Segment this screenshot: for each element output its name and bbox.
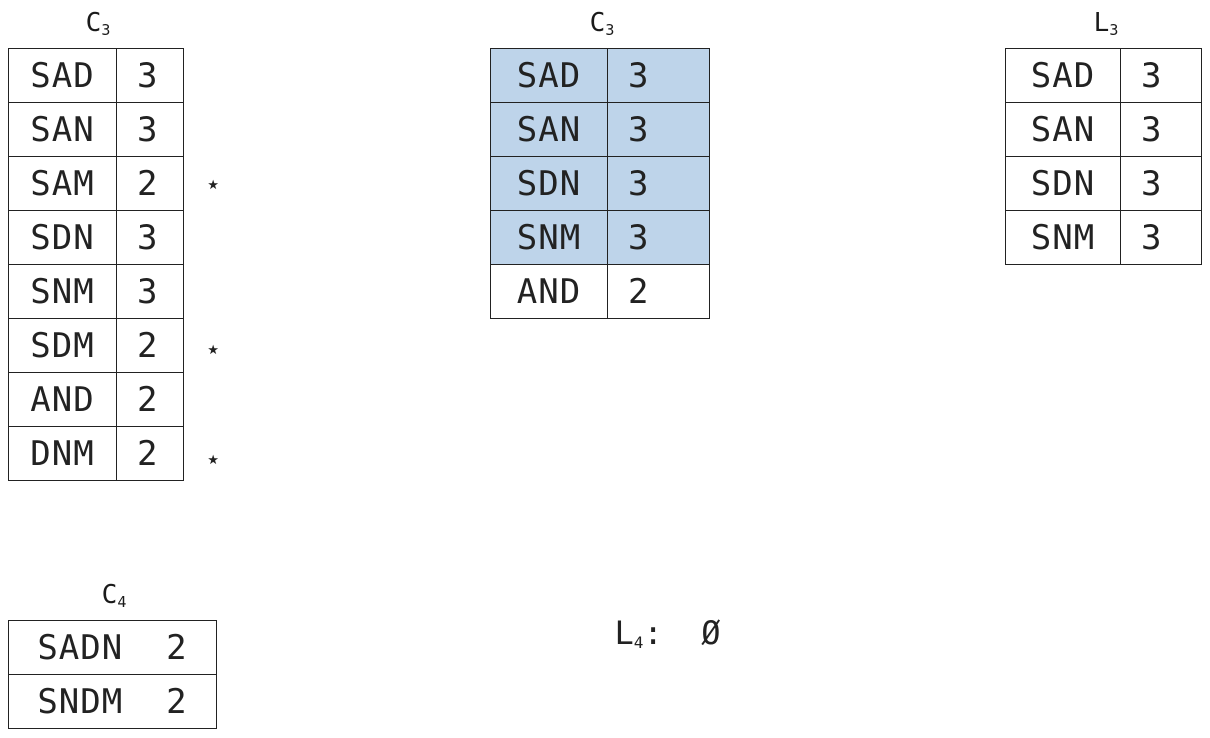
l3-title-letter: L <box>1093 8 1110 38</box>
itemset-label: SDN <box>8 210 117 265</box>
itemset-label: SDM <box>8 318 117 373</box>
support-count: 2 <box>166 627 188 668</box>
support-count: 3 <box>1120 48 1202 103</box>
support-count: 2 <box>166 681 188 722</box>
support-count: 3 <box>1120 156 1202 211</box>
itemset-label: SNM <box>1005 210 1121 265</box>
c3-middle-title-letter: C <box>589 8 606 38</box>
c3-left-title-sub: 3 <box>101 21 111 39</box>
c3-left-title: C3 <box>78 8 118 38</box>
l4-result: L4: Ø <box>576 576 721 652</box>
itemset-label: SDN <box>1005 156 1121 211</box>
support-count: 3 <box>116 210 184 265</box>
support-count: 3 <box>607 210 710 265</box>
c4-title-sub: 4 <box>117 593 127 611</box>
c3-left-title-letter: C <box>85 8 102 38</box>
support-count: 3 <box>116 102 184 157</box>
l3-title-sub: 3 <box>1109 21 1119 39</box>
support-count: 3 <box>1120 102 1202 157</box>
itemset-label: SAD <box>1005 48 1121 103</box>
support-count: 2 <box>607 264 710 319</box>
l4-separator: : <box>643 614 663 652</box>
itemset-label: SAM <box>8 156 117 211</box>
itemset-label: SADN <box>37 627 124 668</box>
c4-title: C4 <box>94 580 134 610</box>
itemset-with-count: SADN 2 <box>8 620 217 675</box>
itemset-label: SDN <box>490 156 608 211</box>
itemset-label: AND <box>490 264 608 319</box>
itemset-label: SAN <box>8 102 117 157</box>
support-count: 2 <box>116 156 184 211</box>
support-count: 2 <box>116 318 184 373</box>
support-count: 3 <box>1120 210 1202 265</box>
c4-title-letter: C <box>101 580 118 610</box>
c3-middle-title-sub: 3 <box>605 21 615 39</box>
itemset-label: SAD <box>8 48 117 103</box>
itemset-row: SADN 2 <box>8 620 217 675</box>
pruned-star-mark: ⋆ <box>205 170 222 200</box>
pruned-star-mark: ⋆ <box>205 445 222 475</box>
support-count: 3 <box>116 48 184 103</box>
itemset-label: SNDM <box>37 681 124 722</box>
itemset-label: SAN <box>490 102 608 157</box>
l3-title: L3 <box>1086 8 1126 38</box>
support-count: 3 <box>116 264 184 319</box>
itemset-label: SNM <box>490 210 608 265</box>
itemset-label: SAD <box>490 48 608 103</box>
l4-empty-set: Ø <box>701 614 721 652</box>
support-count: 3 <box>607 48 710 103</box>
itemset-with-count: SNDM 2 <box>8 674 217 729</box>
itemset-row: SNDM 2 <box>8 674 217 729</box>
pruned-star-mark: ⋆ <box>205 335 222 365</box>
l4-letter: L <box>614 614 634 652</box>
itemset-label: DNM <box>8 426 117 481</box>
support-count: 3 <box>607 102 710 157</box>
support-count: 3 <box>607 156 710 211</box>
itemset-label: SNM <box>8 264 117 319</box>
c3-middle-title: C3 <box>582 8 622 38</box>
support-count: 2 <box>116 426 184 481</box>
itemset-label: AND <box>8 372 117 427</box>
itemset-label: SAN <box>1005 102 1121 157</box>
l4-sub: 4 <box>633 633 644 652</box>
support-count: 2 <box>116 372 184 427</box>
